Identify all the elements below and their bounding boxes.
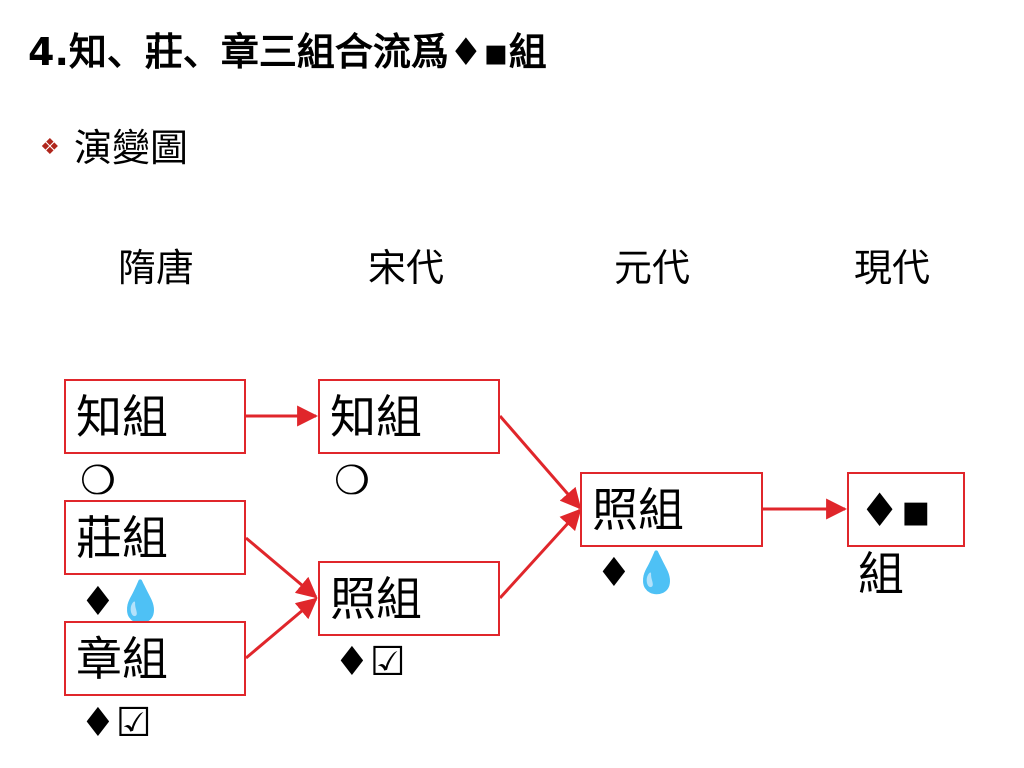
node-song-zhi: 知組 xyxy=(318,379,500,454)
era-label-song: 宋代 xyxy=(368,246,445,290)
node-marks: ❍ xyxy=(80,458,116,504)
page-title: 4.知、莊、章三組合流爲♦▪組 xyxy=(28,30,547,74)
node-label: 知組 xyxy=(76,389,168,444)
arrow-song-zhi-to-yuan-zhao xyxy=(498,415,582,510)
node-label: 照組 xyxy=(592,482,684,537)
arrow-song-zhao-to-yuan-zhao xyxy=(498,508,582,600)
bullet-text: 演變圖 xyxy=(74,126,189,170)
node-sui-zhi: 知組 xyxy=(64,379,246,454)
arrow-zhang-to-zhao xyxy=(245,597,318,660)
node-marks: ♦☑ xyxy=(334,639,406,685)
bullet-item: ❖ 演變圖 xyxy=(40,124,188,172)
arrow-zhuang-to-zhao xyxy=(245,536,318,599)
node-label: 知組 xyxy=(330,389,422,444)
diamond-bullet-icon: ❖ xyxy=(40,135,60,160)
node-sui-zhang: 章組 xyxy=(64,621,246,696)
node-song-zhao: 照組 xyxy=(318,561,500,636)
node-marks: ❍ xyxy=(334,458,370,504)
node-marks: ♦💧 xyxy=(80,579,166,625)
node-label: 照組 xyxy=(330,571,422,626)
node-label: 莊組 xyxy=(76,510,168,565)
node-marks: ♦💧 xyxy=(596,550,682,596)
node-sub-label: 組 xyxy=(858,547,904,601)
node-yuan-zhao: 照組 xyxy=(580,472,763,547)
era-label-sui-tang: 隋唐 xyxy=(118,246,195,290)
node-label: 章組 xyxy=(76,631,168,686)
node-sui-zhuang: 莊組 xyxy=(64,500,246,575)
node-label: ♦▪ xyxy=(859,482,932,537)
era-label-modern: 現代 xyxy=(854,246,931,290)
era-label-yuan: 元代 xyxy=(614,246,691,290)
node-modern: ♦▪ xyxy=(847,472,965,547)
node-marks: ♦☑ xyxy=(80,700,152,746)
